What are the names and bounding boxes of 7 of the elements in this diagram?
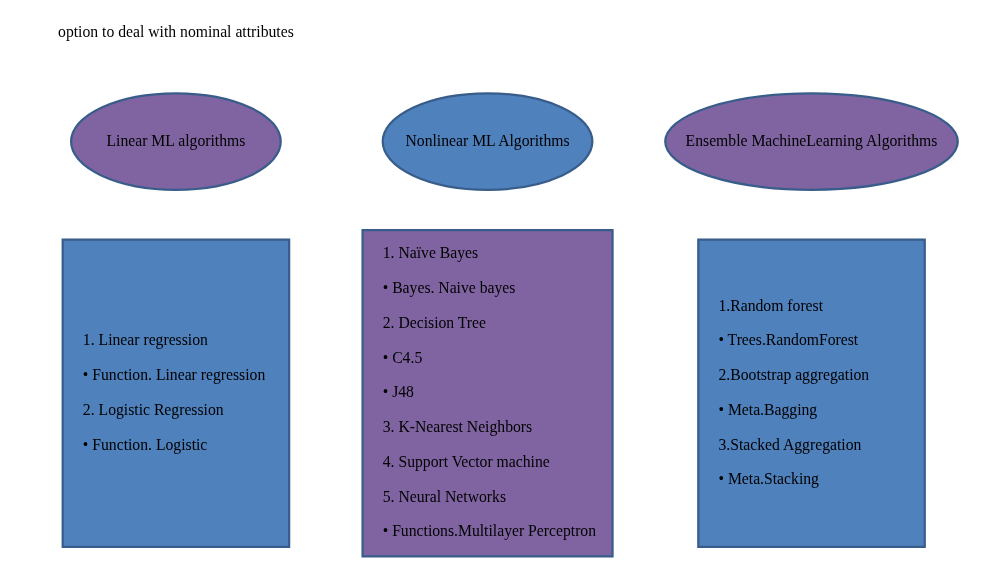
node-box: 1. Linear regression • Function. Linear regression 2. Logistic Regression • Function. Logistic [61, 238, 290, 548]
label: option to deal with nominal attributes [57, 22, 294, 40]
node-ellipse: Linear ML algorithms [69, 92, 282, 191]
node-box: 1.Random forest • Trees.RandomForest 2.Bootstrap aggregation • Meta.Bagging 3.Stacked Aggregation • Meta.Stacking [696, 238, 926, 548]
node-ellipse: Ensemble MachineLearning Algorithms [663, 92, 959, 191]
node-box: 1. Naïve Bayes • Bayes. Naive bayes 2. Decision Tree • C4.5 • J48 3. K-Nearest Neighbors 4. Support Vector machine 5. Neural Networks • Functions.Multilayer Perceptron [360, 229, 614, 558]
node-ellipse: Nonlinear ML Algorithms [381, 92, 593, 191]
